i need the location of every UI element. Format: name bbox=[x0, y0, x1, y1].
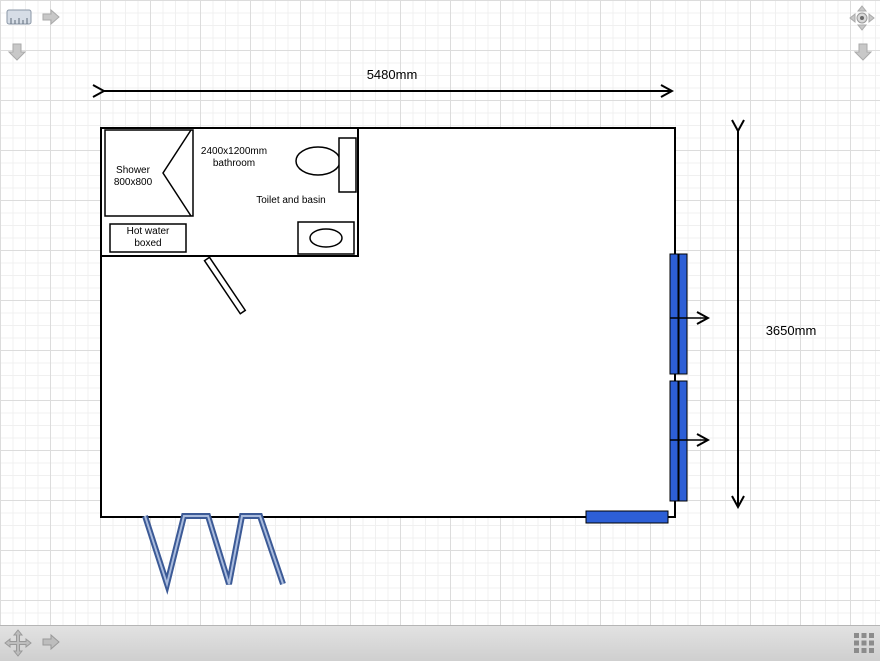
bathroom-size-label: 2400x1200mm bbox=[201, 146, 267, 157]
shower-label: Shower bbox=[116, 165, 151, 176]
window-upper-right-pane[interactable] bbox=[678, 253, 688, 375]
ruler-button[interactable] bbox=[6, 8, 32, 26]
arrow-down-icon bbox=[853, 43, 873, 61]
hot-water-box[interactable] bbox=[109, 223, 187, 253]
arrow-right-icon bbox=[42, 8, 60, 26]
ruler-icon bbox=[6, 9, 32, 25]
hot-water-label: Hot water bbox=[127, 226, 170, 237]
arrow-down-icon bbox=[7, 43, 27, 61]
floor-plan: 5480mm 3650mm 2400x1200mm bathroom Showe… bbox=[0, 67, 817, 595]
bottom-toolbar bbox=[0, 625, 880, 661]
bathroom-name-label: bathroom bbox=[213, 158, 255, 169]
bathroom-door[interactable] bbox=[203, 256, 247, 315]
toilet-bowl[interactable] bbox=[295, 146, 341, 176]
grid-icon bbox=[854, 633, 874, 653]
scroll-down-button-right[interactable] bbox=[853, 42, 873, 62]
basin-bowl bbox=[309, 228, 343, 248]
grid-toggle-button[interactable] bbox=[853, 632, 875, 654]
scroll-right-button-bottom[interactable] bbox=[41, 633, 61, 651]
shower-outline[interactable] bbox=[104, 129, 194, 217]
pan-center-button[interactable] bbox=[849, 5, 875, 31]
width-dimension-label: 5480mm bbox=[367, 67, 418, 82]
hot-water-boxed-label: boxed bbox=[134, 238, 161, 249]
scroll-right-button[interactable] bbox=[41, 8, 61, 26]
move-button[interactable] bbox=[4, 629, 32, 657]
room-outline[interactable] bbox=[100, 127, 676, 518]
window-lower-right-pane[interactable] bbox=[678, 380, 688, 502]
scroll-down-button-left[interactable] bbox=[7, 42, 27, 62]
shower-door-swing bbox=[162, 129, 192, 217]
toilet-basin-label: Toilet and basin bbox=[256, 195, 326, 206]
window-upper-left-pane[interactable] bbox=[669, 253, 679, 375]
window-lower-left-pane[interactable] bbox=[669, 380, 679, 502]
bifold-door[interactable] bbox=[142, 513, 286, 595]
shower-size-label: 800x800 bbox=[114, 177, 153, 188]
toilet-cistern[interactable] bbox=[338, 137, 357, 193]
basin-outline[interactable] bbox=[297, 221, 355, 255]
pan-center-icon bbox=[849, 5, 875, 31]
move-arrows-icon bbox=[4, 629, 32, 657]
height-dimension-label: 3650mm bbox=[766, 323, 817, 338]
arrow-right-icon bbox=[42, 633, 60, 651]
bottom-wall-window[interactable] bbox=[585, 510, 669, 524]
